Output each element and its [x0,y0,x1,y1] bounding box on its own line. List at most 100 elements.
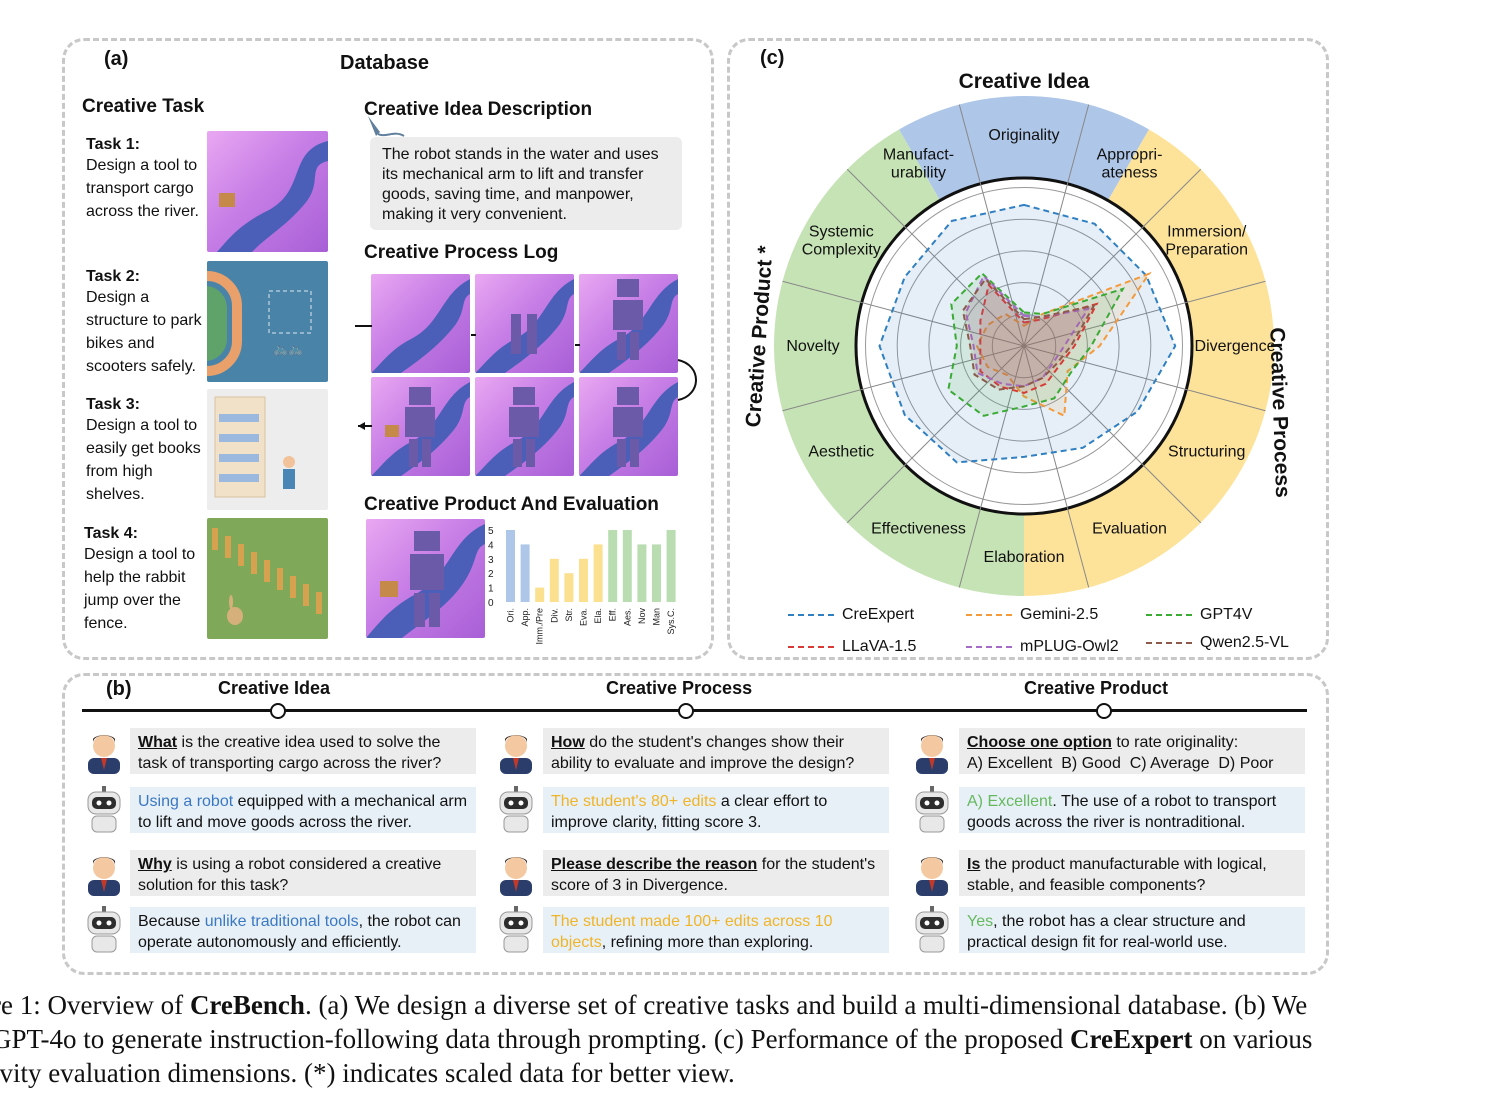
task-3-image [207,389,328,510]
panel-b-tag: (b) [106,678,132,700]
caption-line-3: ivity evaluation dimensions. (*) indicat… [0,1058,735,1088]
task-4-image [207,518,328,639]
product-image [366,519,485,638]
radar-axis-label: Novelty [786,338,839,355]
answer-text: , refining more than exploring. [601,934,814,951]
question-box: Choose one option to rate originality:A)… [959,728,1305,774]
process-step-5 [475,377,574,476]
radar-axis-label: Elaboration [984,549,1065,566]
task-4: Task 4: Design a tool to help the rabbit… [84,525,204,635]
bar-xtick: Eff. [608,608,618,621]
group-label-idea: Creative Idea [959,70,1090,93]
task-1-text: Design a tool to transport cargo across … [86,157,199,220]
caption-bench: CreBench [189,990,305,1020]
bar-xtick: Nov [637,608,647,625]
answer-highlight: The student made 100+ edits across 10 ob… [551,913,833,951]
bar-mark [535,587,545,602]
legend-mplug: mPLUG-Owl2 [966,638,1119,656]
robot-avatar [494,786,538,839]
robot-avatar [910,786,954,839]
panel-c-tag: (c) [760,47,785,69]
user-avatar [494,850,538,901]
radar-spoke [782,345,1025,412]
answer-box: The student made 100+ edits across 10 ob… [543,907,889,953]
question-box: Is the product manufacturable with logic… [959,850,1305,896]
bar-mark [637,544,647,602]
radar-axis-label: Divergence [1195,338,1276,355]
radar-grid-ring [896,218,1152,474]
question-box: How do the student's changes show their … [543,728,889,774]
user-avatar [910,728,954,779]
radar-spoke [1023,345,1090,588]
question-keyword: Is [967,856,981,873]
bar-xtick: Man [652,608,662,626]
radar-series-llava-1-5 [979,282,1099,395]
group-label-process: Creative Process [1265,327,1294,498]
radar-grid-ring [865,187,1183,505]
answer-text: a clear effort to improve clarity, fitti… [551,793,828,831]
bar-ytick: 3 [488,555,494,566]
task-3: Task 3: Design a tool to easily get book… [86,396,206,506]
bar-xtick: Eva. [579,608,589,626]
user-avatar [494,728,538,779]
caption-line2-post: on various [1192,1024,1313,1054]
answer-box: The student's 80+ edits a clear effort t… [543,787,889,833]
idea-heading: Creative Idea Description [364,99,593,120]
process-heading: Creative Process Log [364,242,559,263]
bar-ytick: 2 [488,569,494,580]
answer-prefix: Because [138,913,205,930]
bar-xtick: Imm./Pre [535,608,545,645]
task-3-text: Design a tool to easily get books from h… [86,417,201,503]
legend-qwen-label: Qwen2.5-VL [1200,634,1289,651]
legend-gemini: Gemini-2.5 [966,606,1098,624]
radar-spoke [846,345,1025,524]
question-box: What is the creative idea used to solve … [130,728,476,774]
stage-creative-idea: Creative Idea [218,678,331,698]
radar-grid-ring [991,313,1057,379]
bar-mark [666,530,676,602]
bar-xtick: Ela. [593,608,603,624]
question-text: is the creative idea used to solve the t… [138,734,442,772]
bar-mark [652,544,661,602]
product-heading: Creative Product And Evaluation [364,494,659,515]
legend-mplug-label: mPLUG-Owl2 [1020,638,1119,655]
caption-line-2: GPT-4o to generate instruction-following… [0,1022,1510,1056]
answer-highlight: A) Excellent [967,793,1053,810]
question-text: do the student's changes show their abil… [551,734,855,772]
radar-axis-label: Manufact-urability [883,146,954,181]
figure-caption: re 1: Overview of CreBench. (a) We desig… [0,988,1510,1090]
robot-avatar [910,906,954,959]
answer-box: A) Excellent. The use of a robot to tran… [959,787,1305,833]
radar-spoke [782,280,1025,347]
process-step-6 [371,377,470,476]
radar-grid-ring [928,250,1120,442]
task-2-text: Design a structure to park bikes and sco… [86,289,202,375]
radar-spoke [1023,280,1266,347]
answer-text: , the robot can operate autonomously and… [138,913,461,951]
answer-box: Yes, the robot has a clear structure and… [959,907,1305,953]
bar-ytick: 0 [488,598,494,609]
legend-creexpert: CreExpert [788,606,914,624]
radar-axis-label: Immersion/Preparation [1165,224,1248,259]
task-2: Task 2: Design a structure to park bikes… [86,268,208,378]
answer-text: . The use of a robot to transport goods … [967,793,1277,831]
creative-task-heading: Creative Task [82,96,205,117]
bar-mark [520,544,530,602]
question-keyword: What [138,734,178,751]
radar-series-creexpert [878,203,1177,464]
bar-ytick: 5 [488,526,494,537]
bar-xtick: Sys.C. [666,608,676,635]
robot-avatar [82,786,126,839]
task-4-text: Design a tool to help the rabbit jump ov… [84,546,196,632]
bar-mark [608,530,618,602]
question-box: Please describe the reason for the stude… [543,850,889,896]
process-step-2 [475,274,574,373]
radar-axis-label: Appropri-ateness [1097,146,1163,181]
caption-line-1: re 1: Overview of CreBench. (a) We desig… [0,988,1510,1022]
question-options: A) Excellent B) Good C) Average D) Poor [967,755,1274,772]
caption-expert: CreExpert [1069,1024,1193,1054]
panel-b [62,673,1329,975]
radar-spoke [958,345,1025,588]
idea-description-box: The robot stands in the water and uses i… [370,137,682,230]
question-box: Why is using a robot considered a creati… [130,850,476,896]
